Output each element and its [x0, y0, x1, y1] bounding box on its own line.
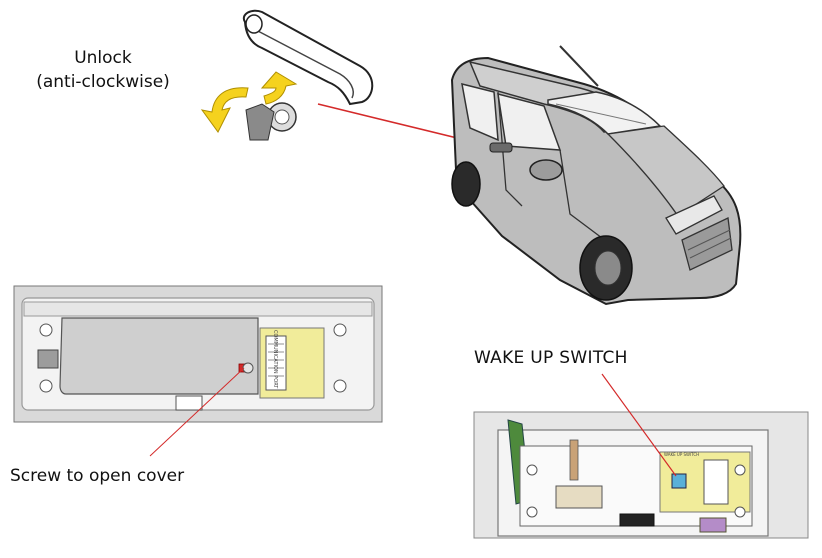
wake-small-text: WAKE UP SWITCH: [664, 452, 700, 457]
wake-up-switch-label: WAKE UP SWITCH: [474, 348, 628, 368]
car-icon: [450, 45, 742, 306]
communication-port-text: COMMUNICATION PORT: [272, 330, 278, 389]
unlock-label-line1: Unlock: [74, 48, 132, 68]
screw-label: Screw to open cover: [10, 466, 185, 486]
cover-panel-icon: [13, 285, 383, 423]
unlock-label: Unlock (anti-clockwise): [18, 46, 188, 94]
wake-switch-panel-icon: [473, 411, 809, 539]
anticlockwise-arrow-icon: [200, 71, 298, 133]
unlock-label-line2: (anti-clockwise): [36, 72, 170, 92]
door-handle-icon: [242, 9, 374, 106]
screw-pointer-line: [149, 367, 245, 457]
wake-pointer-line: [601, 373, 677, 477]
key-lock-icon: [245, 102, 297, 141]
